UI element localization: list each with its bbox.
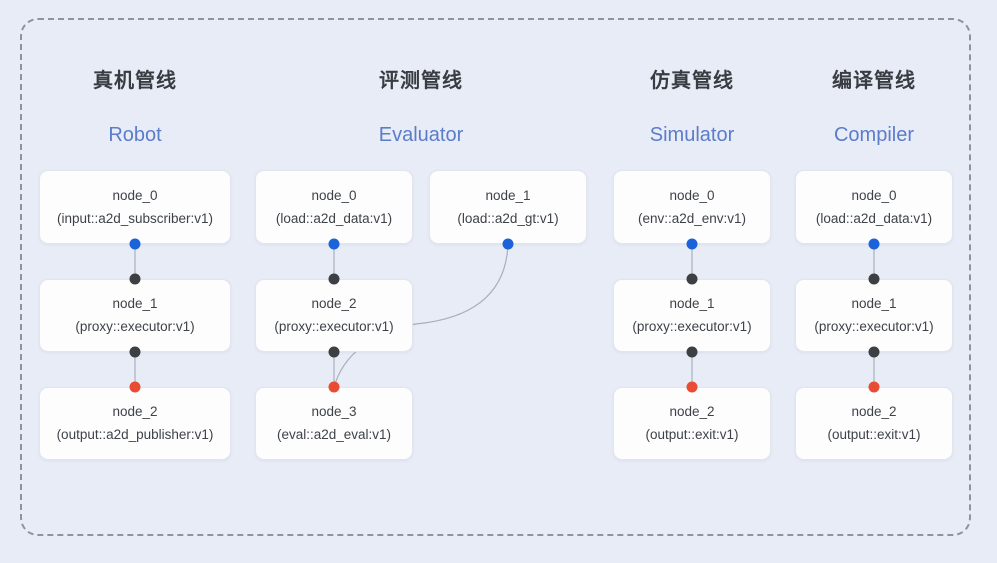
simulator-node-0: node_0 (env::a2d_env:v1) [613, 170, 771, 244]
node-name: node_0 [311, 187, 357, 203]
node-name: node_1 [485, 187, 531, 203]
node-name: node_2 [311, 296, 357, 312]
node-name: node_1 [851, 296, 897, 312]
simulator-node-1: node_1 (proxy::executor:v1) [613, 279, 771, 352]
pipeline-title-zh-simulator: 仿真管线 [650, 70, 734, 92]
pipeline-title-en-evaluator: Evaluator [378, 124, 464, 146]
node-name: node_3 [311, 404, 357, 420]
node-impl: (output::a2d_publisher:v1) [56, 427, 214, 442]
simulator-node-2: node_2 (output::exit:v1) [613, 387, 771, 460]
robot-node-2: node_2 (output::a2d_publisher:v1) [39, 387, 231, 460]
compiler-node-1: node_1 (proxy::executor:v1) [795, 279, 953, 352]
pipeline-title-en-robot: Robot [108, 124, 162, 146]
pipeline-title-en-simulator: Simulator [649, 124, 735, 146]
node-name: node_1 [112, 296, 158, 312]
node-impl: (load::a2d_data:v1) [815, 210, 933, 226]
edge-evaluator-n1-n3 [334, 243, 509, 385]
node-name: node_2 [669, 404, 715, 420]
node-impl: (proxy::executor:v1) [814, 319, 934, 334]
node-name: node_0 [112, 187, 158, 203]
node-impl: (proxy::executor:v1) [632, 319, 752, 334]
pipeline-title-zh-evaluator: 评测管线 [379, 70, 463, 92]
node-impl: (load::a2d_data:v1) [275, 210, 393, 226]
evaluator-node-2: node_2 (proxy::executor:v1) [255, 279, 413, 352]
node-impl: (output::exit:v1) [645, 427, 739, 442]
compiler-node-2: node_2 (output::exit:v1) [795, 387, 953, 460]
compiler-node-0: node_0 (load::a2d_data:v1) [795, 170, 953, 244]
node-name: node_0 [851, 187, 897, 203]
node-impl: (env::a2d_env:v1) [637, 210, 747, 226]
node-impl: (input::a2d_subscriber:v1) [56, 210, 214, 226]
dashed-frame [20, 18, 971, 536]
evaluator-node-3: node_3 (eval::a2d_eval:v1) [255, 387, 413, 460]
node-impl: (load::a2d_gt:v1) [457, 210, 559, 226]
robot-node-1: node_1 (proxy::executor:v1) [39, 279, 231, 352]
node-name: node_2 [112, 404, 158, 420]
evaluator-node-0: node_0 (load::a2d_data:v1) [255, 170, 413, 244]
node-impl: (proxy::executor:v1) [75, 319, 195, 334]
node-impl: (output::exit:v1) [827, 427, 921, 442]
robot-node-0: node_0 (input::a2d_subscriber:v1) [39, 170, 231, 244]
pipeline-title-zh-robot: 真机管线 [93, 70, 177, 92]
node-impl: (proxy::executor:v1) [274, 319, 394, 334]
node-name: node_1 [669, 296, 715, 312]
pipeline-title-zh-compiler: 编译管线 [832, 70, 916, 92]
node-impl: (eval::a2d_eval:v1) [276, 427, 392, 442]
node-name: node_0 [669, 187, 715, 203]
evaluator-node-1: node_1 (load::a2d_gt:v1) [429, 170, 587, 244]
pipeline-title-en-compiler: Compiler [833, 124, 915, 146]
node-name: node_2 [851, 404, 897, 420]
